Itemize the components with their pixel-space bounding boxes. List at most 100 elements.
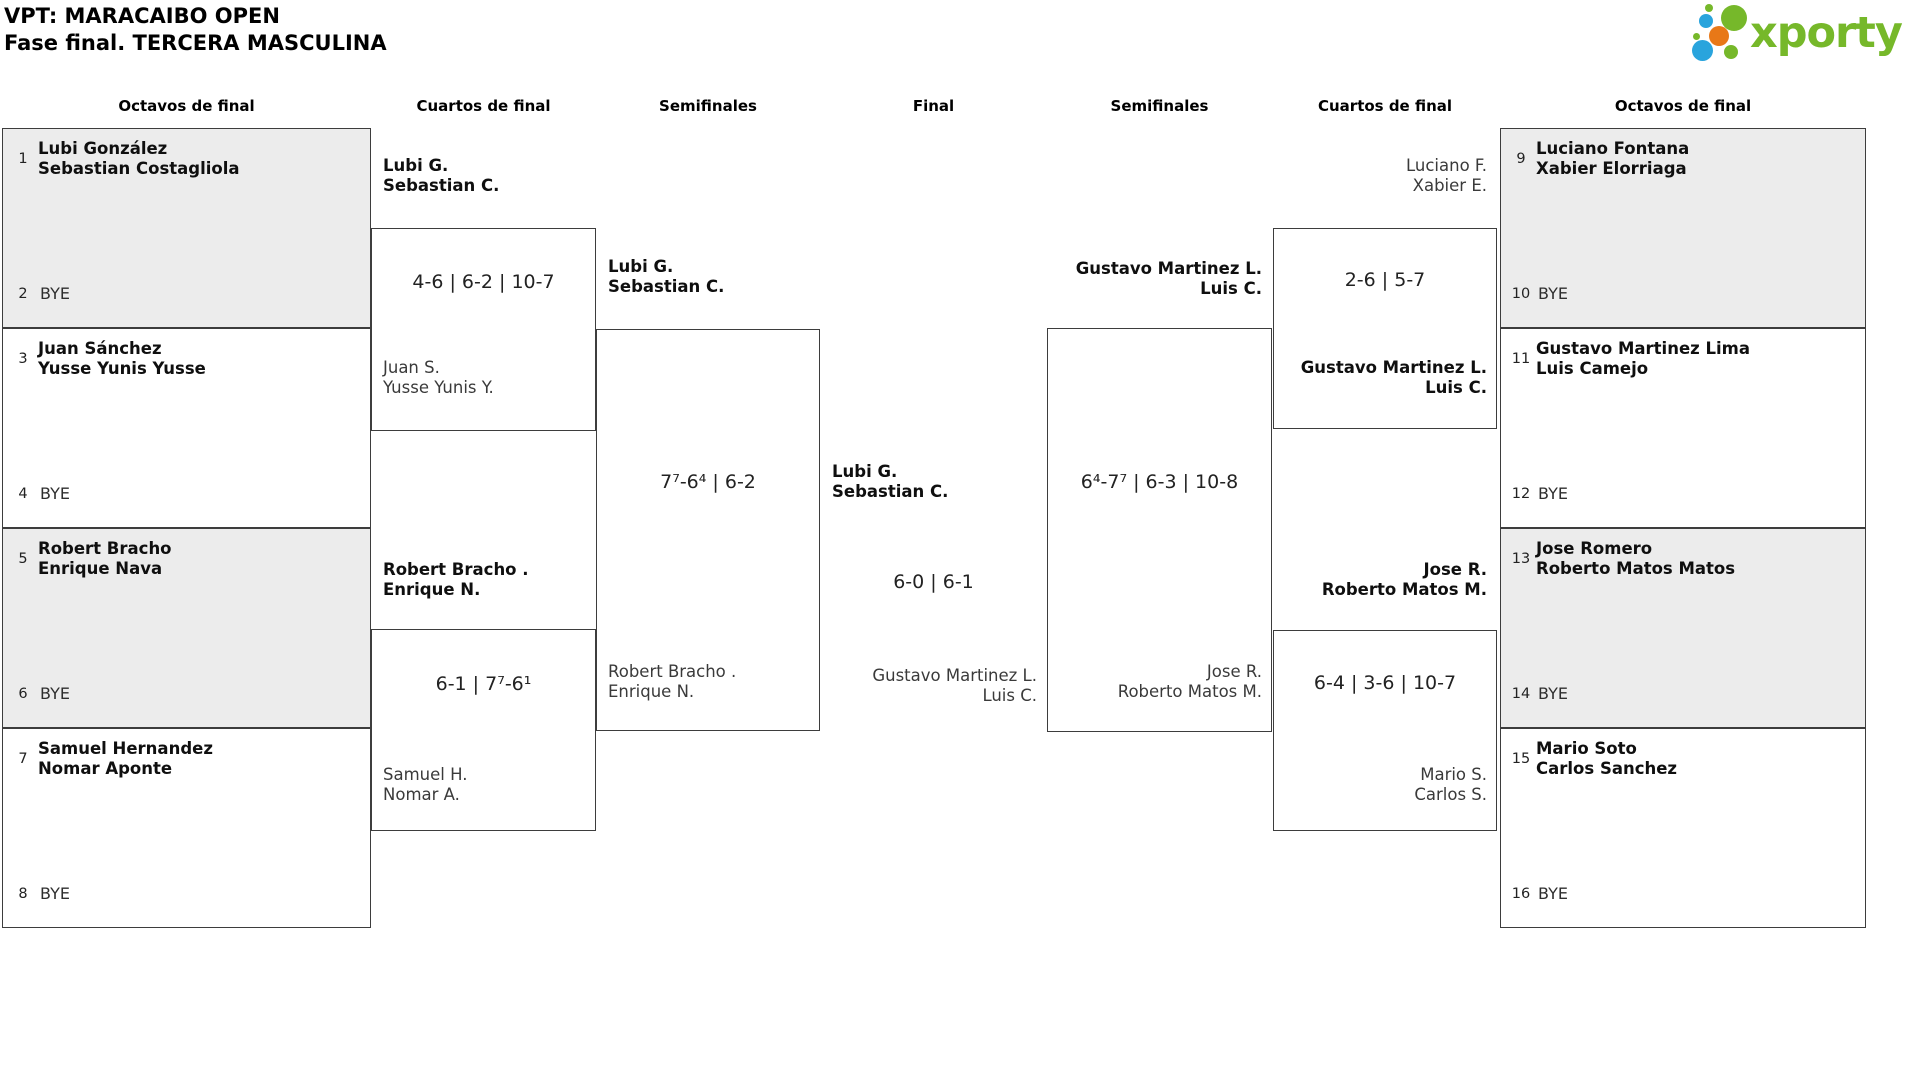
round-header-final: Final — [912, 97, 955, 115]
team-name-line: Jose Romero — [1536, 539, 1653, 558]
match-score: 6-4 | 3-6 | 10-7 — [1313, 672, 1457, 694]
seed-number: 3 — [18, 351, 28, 367]
page-title-block: VPT: MARACAIBO OPEN Fase final. TERCERA … — [4, 3, 387, 57]
seed-number: 12 — [1511, 485, 1531, 502]
seed-number: 9 — [1516, 151, 1526, 167]
seed-number: 16 — [1511, 885, 1531, 902]
match-score: 7⁷-6⁴ | 6-2 — [660, 471, 756, 493]
round-header-octavos-right: Octavos de final — [1614, 97, 1752, 115]
match-box-semifinal-left[interactable] — [596, 329, 820, 731]
advancing-team: Jose R.Roberto Matos M. — [1321, 560, 1487, 599]
bye-label: BYE — [1538, 884, 1568, 903]
advancing-team: Gustavo Martinez L.Luis C. — [1075, 259, 1262, 298]
bye-label: BYE — [1538, 284, 1568, 303]
team-slot: 6 BYE — [11, 684, 70, 703]
team-name-line: Lubi González — [38, 139, 168, 158]
advancing-team: Robert Bracho .Enrique N. — [608, 662, 737, 701]
page-subtitle: Fase final. TERCERA MASCULINA — [4, 31, 387, 55]
team-name-line: Robert Bracho — [38, 539, 172, 558]
advancing-team: Luciano F.Xabier E. — [1405, 156, 1487, 195]
team-name-line: Carlos Sanchez — [1536, 759, 1678, 778]
advancing-team: Lubi G.Sebastian C. — [383, 156, 500, 195]
advancing-team: Robert Bracho .Enrique N. — [383, 560, 529, 599]
advancing-team: Juan S.Yusse Yunis Y. — [383, 358, 494, 397]
match-score: 6⁴-7⁷ | 6-3 | 10-8 — [1080, 471, 1239, 493]
match-box-cuartos-right-top[interactable] — [1273, 228, 1497, 429]
advancing-team: Lubi G.Sebastian C. — [608, 257, 725, 296]
team-name-line: Yusse Yunis Yusse — [38, 359, 206, 378]
bye-label: BYE — [40, 284, 70, 303]
champion-team: Lubi G.Sebastian C. — [832, 462, 949, 501]
seed-number: 5 — [18, 551, 28, 567]
seed-number: 13 — [1511, 551, 1531, 567]
match-score: 4-6 | 6-2 | 10-7 — [412, 271, 555, 293]
bye-label: BYE — [1538, 484, 1568, 503]
team-name-line: Samuel Hernandez — [38, 739, 213, 758]
round-header-cuartos-right: Cuartos de final — [1317, 97, 1453, 115]
team-slot: 10 BYE — [1509, 284, 1568, 303]
match-score: 2-6 | 5-7 — [1344, 269, 1426, 291]
logo-wordmark: xporty — [1750, 8, 1903, 58]
seed-number: 4 — [18, 485, 28, 502]
seed-number: 7 — [18, 751, 28, 767]
round-header-semis-right: Semifinales — [1110, 97, 1209, 115]
team-name-line: Mario Soto — [1536, 739, 1637, 758]
match-box-cuartos-left-bottom[interactable] — [371, 629, 596, 831]
advancing-team: Gustavo Martinez L.Luis C. — [1300, 358, 1487, 397]
team-name-line: Sebastian Costagliola — [38, 159, 240, 178]
team-slot: 14 BYE — [1509, 684, 1568, 703]
advancing-team: Mario S.Carlos S. — [1414, 765, 1487, 804]
logo-dot-icon — [1724, 45, 1738, 59]
round-header-cuartos-left: Cuartos de final — [416, 97, 551, 115]
advancing-team: Jose R.Roberto Matos M. — [1117, 662, 1262, 701]
finalist-team: Gustavo Martinez L.Luis C. — [872, 666, 1037, 705]
bye-label: BYE — [40, 684, 70, 703]
team-slot: 12 BYE — [1509, 484, 1568, 503]
bye-label: BYE — [40, 484, 70, 503]
team-name-line: Roberto Matos Matos — [1536, 559, 1736, 578]
team-name-line: Enrique Nava — [38, 559, 163, 578]
round-header-octavos-left: Octavos de final — [118, 97, 255, 115]
match-box-semifinal-right[interactable] — [1047, 328, 1272, 732]
team-name-line: Xabier Elorriaga — [1536, 159, 1687, 178]
page-title: VPT: MARACAIBO OPEN — [4, 4, 280, 28]
seed-number: 6 — [18, 685, 28, 702]
logo-dot-icon — [1721, 5, 1747, 31]
team-name-line: Juan Sánchez — [38, 339, 162, 358]
seed-number: 10 — [1511, 285, 1531, 302]
team-slot: 4 BYE — [11, 484, 70, 503]
advancing-team: Samuel H.Nomar A. — [383, 765, 468, 804]
final-score: 6-0 | 6-1 — [893, 571, 974, 593]
team-slot: 8 BYE — [11, 884, 70, 903]
logo-dot-icon — [1699, 14, 1713, 28]
logo-dot-icon — [1709, 26, 1729, 46]
match-box-cuartos-left-top[interactable] — [371, 228, 596, 431]
match-score: 6-1 | 7⁷-6¹ — [435, 673, 532, 695]
team-name-line: Luciano Fontana — [1536, 139, 1690, 158]
match-box-cuartos-right-bottom[interactable] — [1273, 630, 1497, 831]
team-slot: 2 BYE — [11, 284, 70, 303]
round-header-semis-left: Semifinales — [659, 97, 757, 115]
seed-number: 1 — [18, 151, 28, 167]
bye-label: BYE — [1538, 684, 1568, 703]
logo-dot-icon — [1692, 40, 1713, 61]
team-slot: 16 BYE — [1509, 884, 1568, 903]
seed-number: 2 — [18, 285, 28, 302]
